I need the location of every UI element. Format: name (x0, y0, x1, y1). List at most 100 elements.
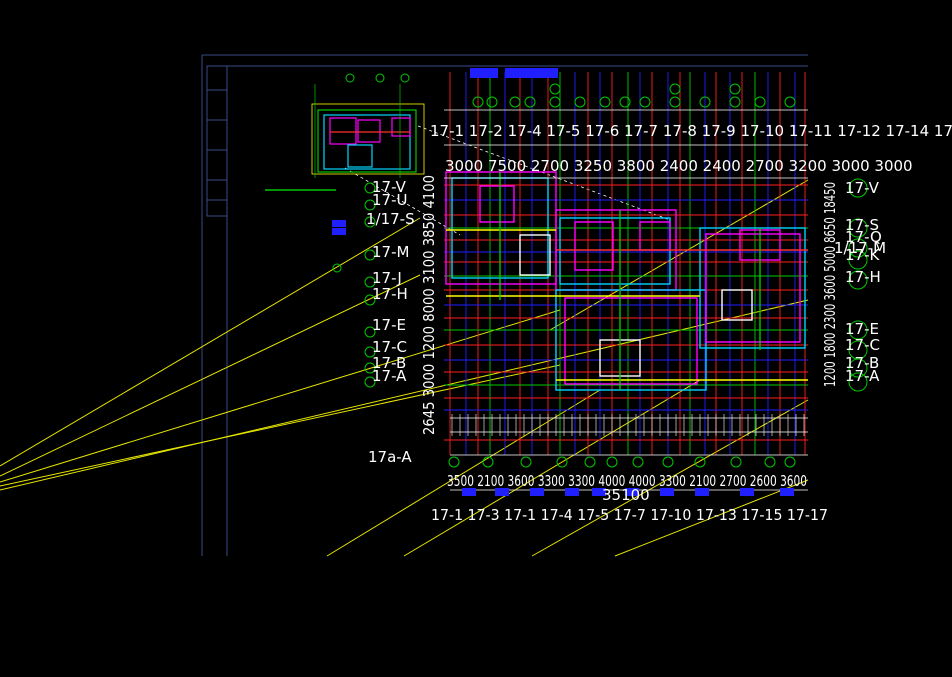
axis-bubble (848, 372, 868, 392)
bottom-dimension-text: 3500 2100 3600 3300 3300 4000 4000 3300 … (447, 472, 807, 490)
axis-tag (740, 488, 754, 496)
axis-bubble (848, 178, 868, 198)
axis-bubble (848, 218, 868, 238)
axis-bubble (364, 376, 376, 388)
axis-bubble (524, 96, 536, 108)
axis-tag (462, 488, 476, 496)
axis-bubble (694, 456, 706, 468)
axis-bubble (729, 96, 741, 108)
left-dimension-text: 2645 3000 1200 8000 3100 3850 4100 (420, 175, 438, 435)
axis-bubble (509, 96, 521, 108)
axis-bubble (599, 96, 611, 108)
sheet-frame (201, 54, 808, 556)
axis-label-1-17-m-right: 1/17-M (834, 239, 886, 257)
axis-tag (565, 488, 579, 496)
axis-tag (530, 488, 544, 496)
axis-bubble (448, 456, 460, 468)
axis-bubble (619, 96, 631, 108)
axis-label-17-k-right: 17-K (845, 246, 880, 264)
axis-bubble (632, 456, 644, 468)
axis-bubble (520, 456, 532, 468)
axis-bubble (556, 456, 568, 468)
main-plan (445, 171, 808, 391)
axis-tag (332, 228, 346, 235)
axis-bubble (332, 263, 342, 273)
axis-bubble (549, 96, 561, 108)
grid-horizontal (444, 184, 808, 441)
axis-bubble (639, 96, 651, 108)
axis-bubbles (332, 68, 868, 496)
axis-tag (505, 68, 533, 78)
axis-bubble (669, 96, 681, 108)
axis-label-17-b-right: 17-B (845, 354, 879, 372)
right-dimension-text: 1200 1800 2300 3600 5000 8650 18450 (821, 182, 839, 387)
axis-tag (695, 488, 709, 496)
axis-bubble (848, 250, 868, 270)
axis-bubble (848, 320, 868, 340)
axis-bubble (364, 199, 376, 211)
axis-label-17-q-right: 17-Q (845, 228, 882, 246)
axis-bubble (549, 83, 561, 95)
axis-bubble (754, 96, 766, 108)
axis-tag (592, 488, 606, 496)
axis-tag (780, 488, 794, 496)
top-dimension-text: 3000 7500 2700 3250 3800 2400 2400 2700 … (445, 157, 913, 175)
axis-label-17-e-right: 17-E (845, 320, 879, 338)
bottom-total-dimension: 35100 (602, 486, 650, 504)
axis-bubble (375, 73, 385, 83)
axis-label-17-s-right: 17-S (845, 216, 879, 234)
axis-bubble (730, 456, 742, 468)
axis-label-17a-a: 17a-A (368, 448, 412, 466)
axis-bubble (364, 326, 376, 338)
axis-bubble (662, 456, 674, 468)
axis-bubble (364, 216, 376, 228)
axis-tag (495, 488, 509, 496)
axis-bubble (486, 96, 498, 108)
axis-bubble (606, 456, 618, 468)
hatch-ticks (451, 414, 805, 436)
axis-label-17-m-left: 17-M (372, 243, 409, 261)
detail-plan (265, 84, 425, 191)
axis-bubble (784, 456, 796, 468)
axis-bubble (699, 96, 711, 108)
axis-bubble (729, 83, 741, 95)
axis-bubble (364, 249, 376, 261)
axis-label-17-b-left: 17-B (372, 354, 406, 372)
left-axis-labels: 17-V 17-U 1/17-S 17-M 17-J 17-H 17-E 17-… (366, 178, 415, 466)
axis-bubble (848, 270, 868, 290)
axis-label-17-h-left: 17-H (372, 285, 408, 303)
leader-lines (0, 179, 809, 557)
axis-label-17-a-left: 17-A (372, 367, 407, 385)
axis-bubble (784, 96, 796, 108)
axis-bubble (364, 182, 376, 194)
axis-label-17-c-right: 17-C (845, 336, 880, 354)
top-axis-labels: 17-1 17-2 17-4 17-5 17-6 17-7 17-8 17-9 … (430, 122, 952, 140)
bottom-axis-labels: 17-1 17-3 17-1 17-4 17-5 17-7 17-10 17-1… (431, 506, 828, 524)
axis-bubble (364, 294, 376, 306)
axis-label-1-17-s-left: 1/17-S (366, 210, 415, 228)
axis-tag (470, 68, 498, 78)
axis-bubble (574, 96, 586, 108)
axis-label-17-u-left: 17-U (372, 191, 407, 209)
axis-bubble (848, 238, 868, 258)
axis-tag (332, 220, 346, 227)
axis-bubble (482, 456, 494, 468)
axis-tag (530, 68, 558, 78)
axis-bubble (400, 73, 410, 83)
axis-label-17-v-right: 17-V (845, 179, 880, 197)
axis-bubble (669, 83, 681, 95)
axis-tag (660, 488, 674, 496)
axis-bubble (364, 276, 376, 288)
axis-tag (625, 488, 639, 496)
axis-label-17-e-left: 17-E (372, 316, 406, 334)
axis-label-17-h-right: 17-H (845, 268, 881, 286)
axis-bubble (364, 346, 376, 358)
axis-bubble (472, 96, 484, 108)
axis-bubble (345, 73, 355, 83)
axis-bubble (764, 456, 776, 468)
axis-label-17-j-left: 17-J (372, 269, 402, 287)
right-axis-labels: 17-V 17-S 17-Q 1/17-M 17-K 17-H 17-E 17-… (834, 179, 886, 385)
axis-bubble (848, 358, 868, 378)
axis-label-17-a-right: 17-A (845, 367, 880, 385)
